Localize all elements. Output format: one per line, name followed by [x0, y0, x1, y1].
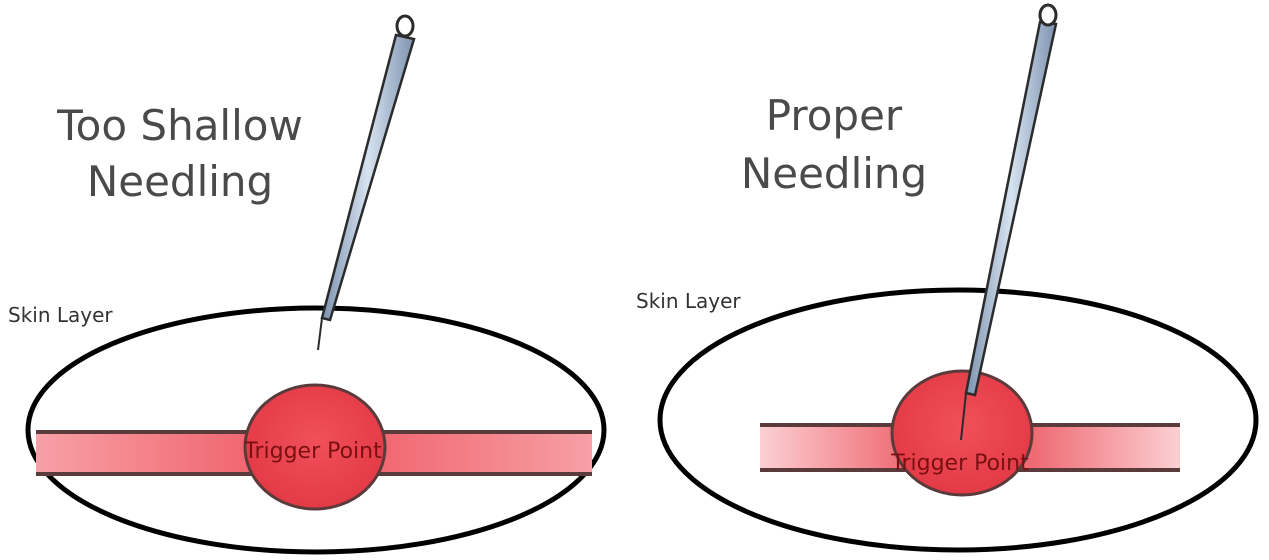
right-panel: Proper Needling Skin Layer Trigger Point	[636, 5, 1256, 550]
left-title-line1: Too Shallow	[56, 101, 303, 150]
right-title-line1: Proper	[766, 91, 903, 140]
left-trigger-point-label: Trigger Point	[243, 439, 382, 464]
right-trigger-point-label: Trigger Point	[890, 451, 1029, 476]
left-panel: Too Shallow Needling Skin Layer Trigger …	[8, 16, 604, 552]
right-title-line2: Needling	[741, 149, 927, 198]
right-skin-layer-label: Skin Layer	[636, 289, 741, 313]
left-needle	[318, 16, 414, 350]
left-title-line2: Needling	[87, 157, 273, 206]
left-skin-layer-label: Skin Layer	[8, 303, 113, 327]
